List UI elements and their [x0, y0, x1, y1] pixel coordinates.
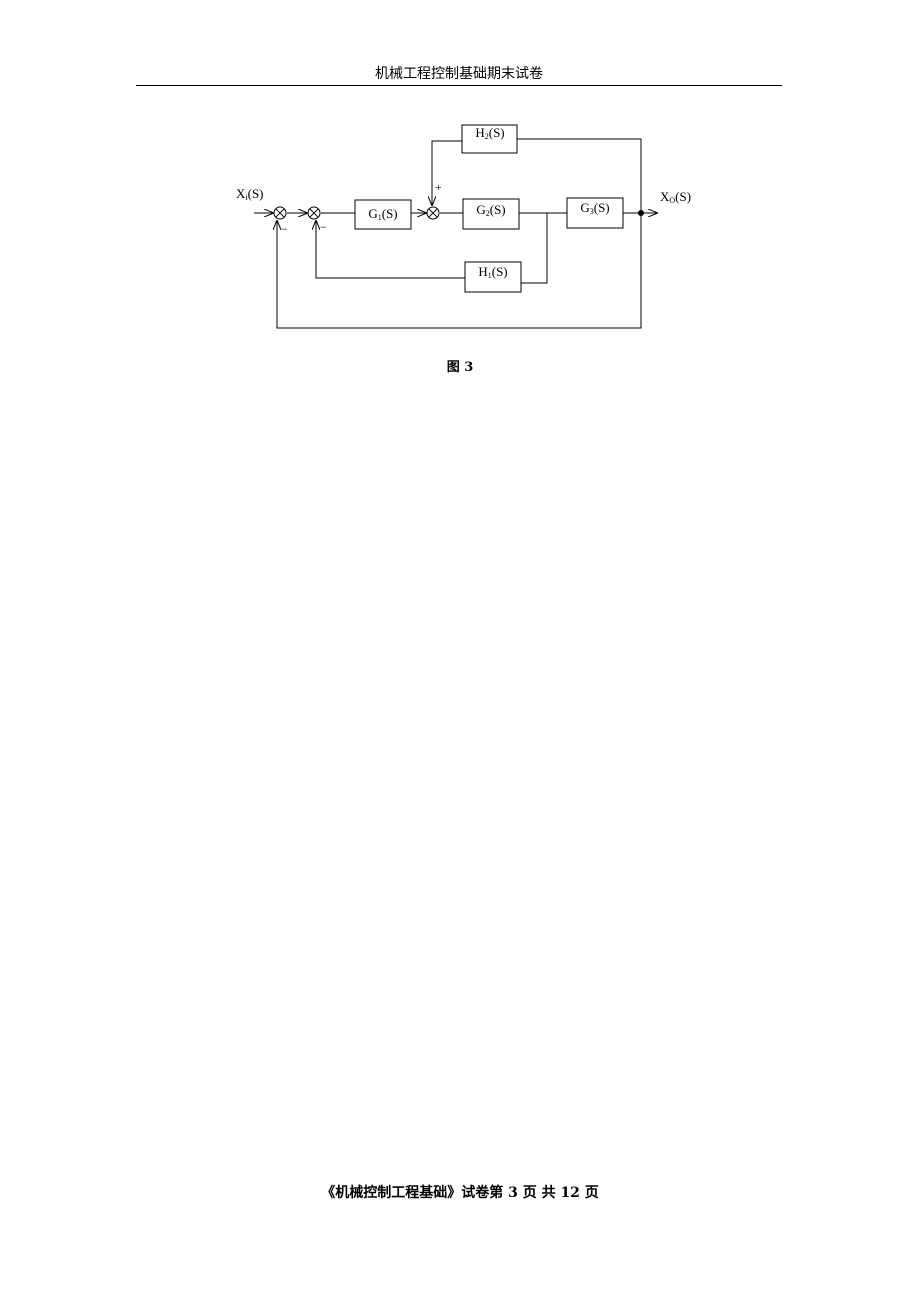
- header-divider: [136, 85, 782, 86]
- h2-block: [461, 124, 518, 154]
- page-header-title: 机械工程控制基础期末试卷: [375, 66, 543, 82]
- output-branch-node: [638, 210, 644, 216]
- h1-block-label: H1(S): [478, 264, 507, 280]
- h1-feedback-line: [316, 221, 465, 279]
- sum3-plus-sign: +: [435, 180, 442, 194]
- output-label: XO(S): [660, 189, 691, 205]
- sum2-minus-sign: −: [320, 220, 327, 234]
- g3-block-label: G3(S): [580, 200, 609, 216]
- outer-feedback-line: [277, 213, 642, 329]
- h2-forward-line: [432, 140, 462, 205]
- g1-block: [354, 199, 412, 230]
- sum1-minus-sign: −: [281, 222, 288, 236]
- page-footer: 《机械控制工程基础》试卷第 3 页 共 12 页: [321, 1185, 599, 1201]
- g2-block-label: G2(S): [476, 202, 505, 218]
- summing-junction-3: [426, 206, 440, 220]
- h1-pickoff-line: [521, 213, 548, 284]
- h1-block: [464, 261, 522, 293]
- summing-junction-2: [307, 206, 321, 220]
- h2-pickoff-line: [517, 138, 642, 213]
- figure-caption: 图 3: [446, 360, 474, 375]
- g1-block-label: G1(S): [368, 206, 397, 222]
- g2-block: [462, 198, 520, 230]
- summing-junction-1: [273, 206, 287, 220]
- g3-block: [566, 197, 624, 229]
- h2-block-label: H2(S): [475, 125, 504, 141]
- input-label: Xi(S): [236, 186, 264, 202]
- block-diagram: Xi(S) XO(S) G1(S) G2(S) G3(S) H1(S) H2(S…: [236, 124, 691, 329]
